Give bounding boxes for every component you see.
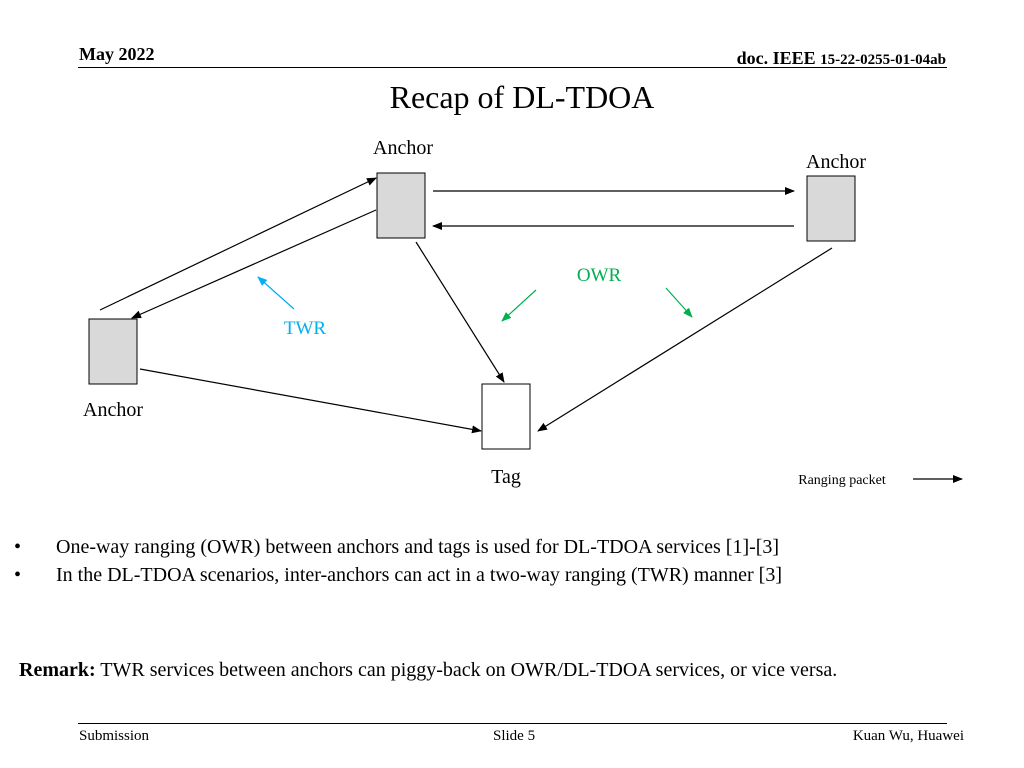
doc-number: 15-22-0255-01-04ab [820, 52, 946, 68]
arrow-top-to-left [131, 209, 377, 319]
remark: Remark: TWR services between anchors can… [19, 659, 837, 682]
doc-org: IEEE [772, 48, 816, 68]
bullet-text: One-way ranging (OWR) between anchors an… [56, 536, 780, 558]
owr-label: OWR [577, 265, 622, 286]
footer-rule [78, 723, 947, 724]
anchor-left-label: Anchor [83, 399, 143, 421]
header-rule [78, 67, 947, 68]
doc-prefix: doc. [736, 48, 769, 68]
bullet-item: • In the DL-TDOA scenarios, inter-anchor… [14, 561, 782, 589]
footer-submission: Submission [79, 728, 150, 744]
anchor-left-node [88, 318, 138, 385]
bullet-text: In the DL-TDOA scenarios, inter-anchors … [56, 564, 782, 586]
bullet-item: • One-way ranging (OWR) between anchors … [14, 533, 782, 561]
arrow-left-to-tag [139, 368, 482, 434]
bullet-glyph: • [14, 536, 22, 558]
anchor-top-node [376, 172, 426, 239]
tag-node [481, 383, 531, 450]
anchor-top-label: Anchor [373, 137, 433, 159]
anchor-right-label: Anchor [806, 151, 866, 173]
arrow-left-to-top [99, 177, 377, 311]
owr-indicator-arrow-left [501, 289, 537, 322]
bullet-glyph: • [14, 564, 22, 586]
anchor-right-node [806, 175, 856, 242]
remark-label: Remark: [19, 659, 96, 681]
arrow-top-to-tag [415, 241, 505, 383]
header-date: May 2022 [79, 44, 155, 64]
owr-indicator-arrow-right [665, 287, 693, 318]
page-title: Recap of DL-TDOA [389, 79, 655, 115]
arrow-right-to-tag [537, 247, 833, 432]
header-doc-id: doc. IEEE 15-22-0255-01-04ab [737, 48, 946, 69]
twr-indicator-arrow [257, 276, 295, 310]
legend-label: Ranging packet [798, 473, 886, 488]
remark-text: TWR services between anchors can piggy-b… [95, 659, 838, 681]
twr-label: TWR [284, 318, 327, 339]
footer-slide-number: Slide 5 [493, 728, 536, 744]
bullet-list: • One-way ranging (OWR) between anchors … [14, 533, 782, 589]
footer-author: Kuan Wu, Huawei [852, 728, 964, 744]
tag-label: Tag [491, 466, 521, 488]
